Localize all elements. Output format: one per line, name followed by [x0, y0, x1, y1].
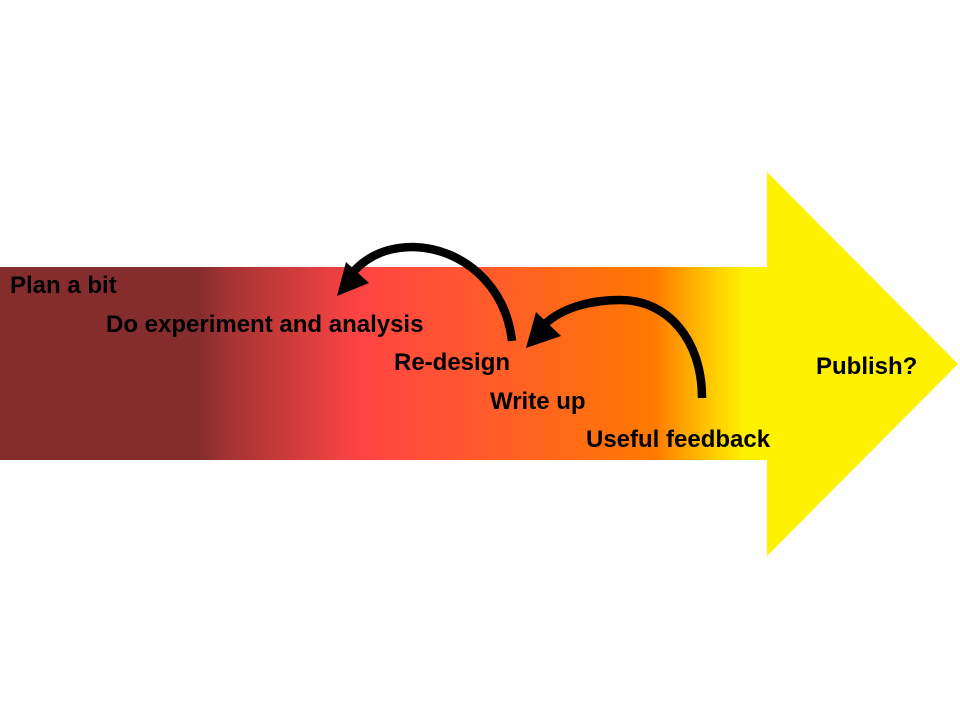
- step-label-experiment: Do experiment and analysis: [106, 311, 424, 338]
- loop-arrow-feedback-to-writeup: [542, 295, 707, 399]
- loop-arrowhead-1: [337, 262, 369, 296]
- step-label-plan: Plan a bit: [10, 272, 117, 299]
- arrow-head: [767, 172, 958, 556]
- goal-label-publish: Publish?: [816, 353, 918, 380]
- loop-arrow-redesign-to-experiment: [350, 242, 517, 342]
- step-label-write-up: Write up: [490, 388, 586, 415]
- step-label-redesign: Re-design: [394, 349, 511, 376]
- loop-arrowhead-2: [526, 312, 561, 348]
- step-label-feedback: Useful feedback: [586, 426, 771, 453]
